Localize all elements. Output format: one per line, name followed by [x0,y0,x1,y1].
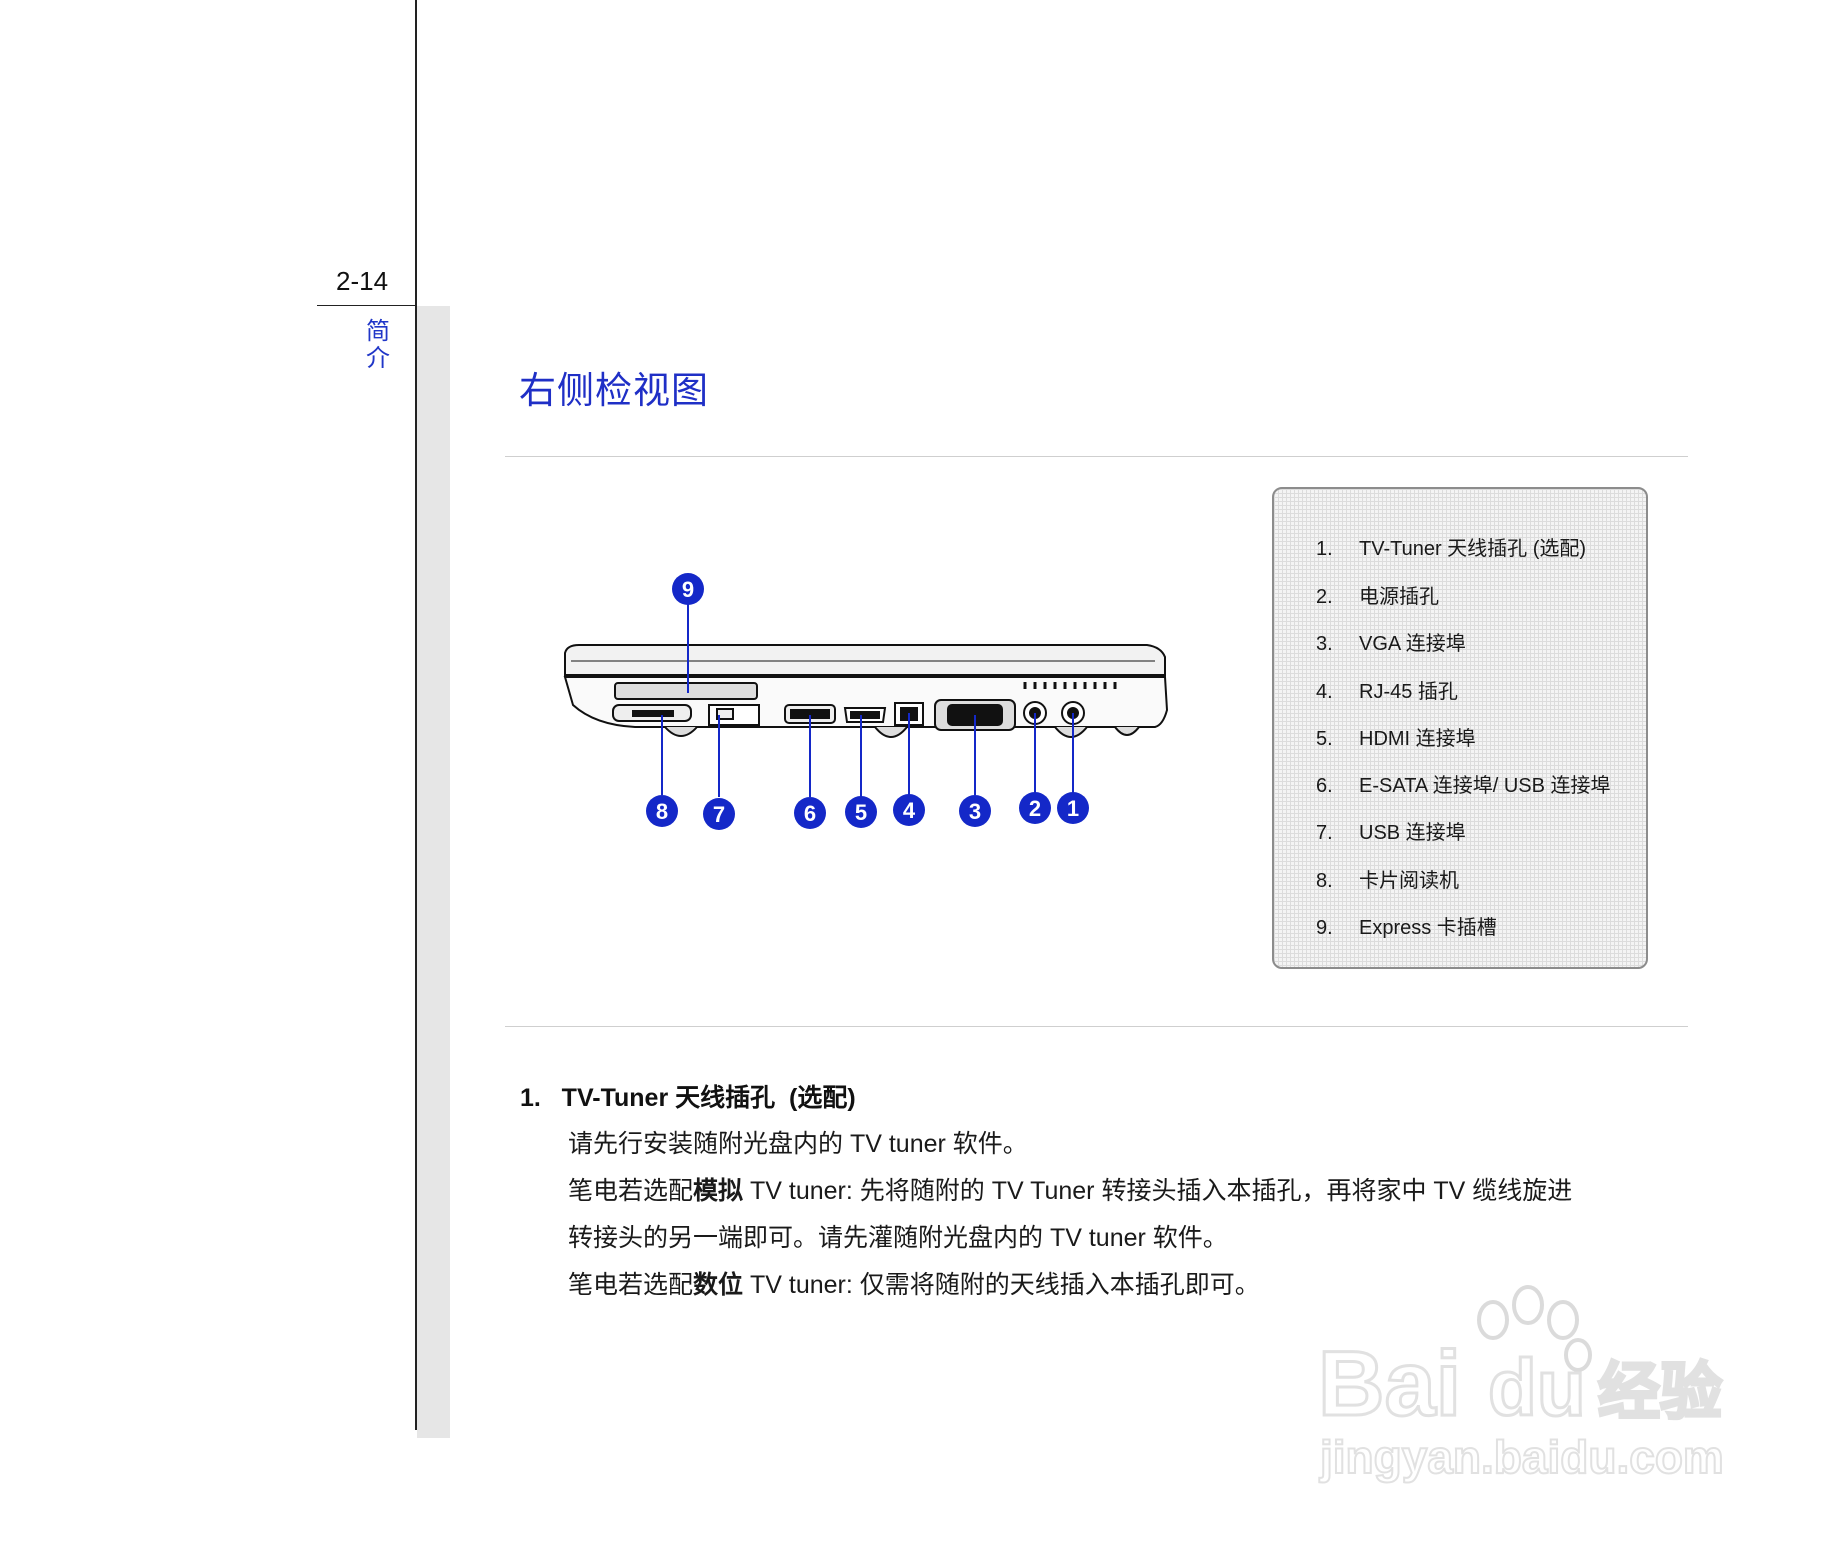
laptop-body [563,644,1169,738]
legend-item: 1.TV-Tuner 天线插孔 (选配) [1316,538,1587,560]
callout-4: 4 [893,794,925,826]
callout-8: 8 [646,795,678,827]
paragraph-line: 转接头的另一端即可。请先灌随附光盘内的 TV tuner 软件。 [568,1224,1228,1252]
callout-leaders [661,600,1074,797]
svg-text:1: 1 [1067,796,1079,821]
legend-item: 4.RJ-45 插孔 [1316,681,1458,703]
callout-2: 2 [1019,792,1051,824]
svg-text:Bai: Bai [1318,1333,1461,1435]
margin-rule-horizontal [317,305,417,306]
svg-text:4: 4 [903,798,916,823]
callout-5: 5 [845,796,877,828]
margin-rule-vertical [415,0,417,1430]
legend-item: 2.电源插孔 [1316,586,1439,608]
svg-text:经验: 经验 [1598,1355,1722,1428]
callout-1: 1 [1057,792,1089,824]
divider-top [505,456,1688,457]
section-heading: 1. TV-Tuner 天线插孔 (选配) [520,1084,856,1112]
svg-text:du: du [1488,1343,1586,1432]
legend-item: 7.USB 连接埠 [1316,822,1466,844]
svg-text:8: 8 [656,799,668,824]
chapter-char: 简 [366,317,390,345]
callout-7: 7 [703,798,735,830]
svg-text:5: 5 [855,800,867,825]
page-number: 2-14 [336,266,389,296]
legend-item: 5.HDMI 连接埠 [1316,728,1476,750]
sidebar-band [417,306,450,1438]
callout-9: 9 [672,573,704,605]
legend-item: 9.Express 卡插槽 [1316,917,1497,939]
paragraph-line: 笔电若选配模拟 TV tuner: 先将随附的 TV Tuner 转接头插入本插… [568,1177,1573,1205]
page-title: 右侧检视图 [519,369,709,412]
svg-text:3: 3 [969,799,981,824]
divider-bottom [505,1026,1688,1027]
legend-item: 3.VGA 连接埠 [1316,633,1466,655]
svg-text:6: 6 [804,801,816,826]
svg-text:9: 9 [682,577,694,602]
chapter-char: 介 [366,344,390,372]
legend-box: 1.TV-Tuner 天线插孔 (选配) 2.电源插孔 3.VGA 连接埠 4.… [1272,487,1648,969]
callout-3: 3 [959,795,991,827]
chapter-label: 简 介 [363,318,393,372]
paragraph-line: 笔电若选配数位 TV tuner: 仅需将随附的天线插入本插孔即可。 [568,1271,1260,1299]
baidu-watermark: Bai du 经验 jingyan.baidu.com [1318,1285,1725,1484]
callout-6: 6 [794,797,826,829]
legend-item: 8.卡片阅读机 [1316,870,1459,892]
svg-text:jingyan.baidu.com: jingyan.baidu.com [1319,1431,1724,1483]
svg-text:7: 7 [713,802,725,827]
svg-text:2: 2 [1029,796,1041,821]
paragraph-line: 请先行安装随附光盘内的 TV tuner 软件。 [568,1130,1028,1158]
laptop-right-side-diagram: 9 8 7 6 5 4 3 2 1 [563,573,1169,830]
legend-item: 6.E-SATA 连接埠/ USB 连接埠 [1316,775,1611,797]
